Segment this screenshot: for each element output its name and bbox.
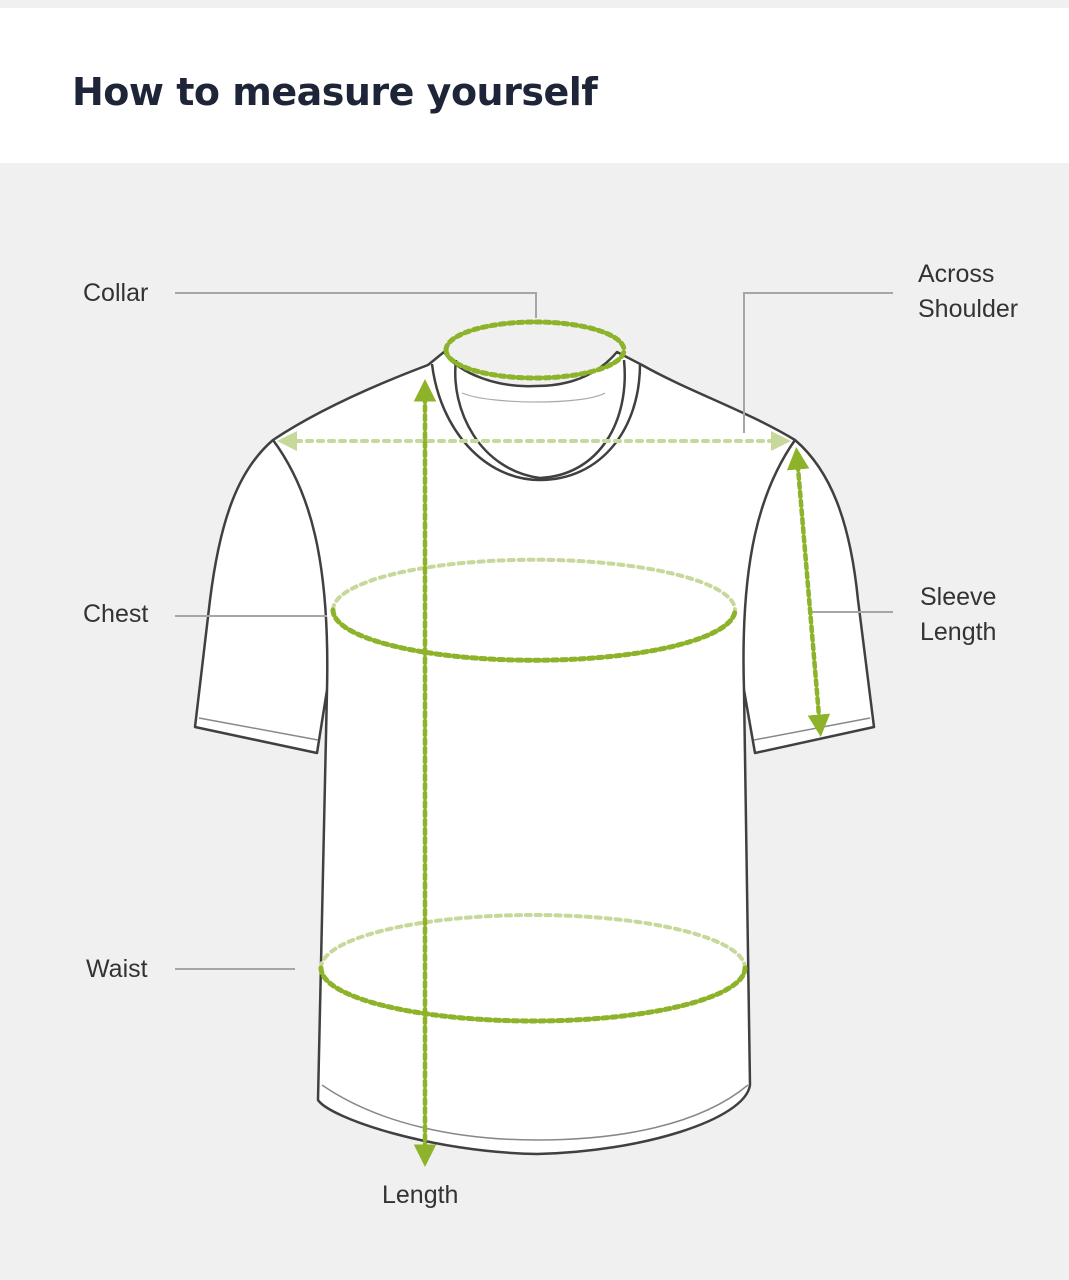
left-armhole xyxy=(271,439,329,691)
measurement-diagram-panel: Collar Across Shoulder Chest Sleeve Leng… xyxy=(0,163,1069,1280)
collar-ellipse-front xyxy=(443,347,627,381)
across-shoulder-label-line2: Shoulder xyxy=(918,295,1018,323)
tshirt-body xyxy=(193,350,876,1156)
across-shoulder-label-line1: Across xyxy=(918,260,994,288)
length-label: Length xyxy=(382,1181,458,1209)
waist-ellipse-back xyxy=(319,913,747,970)
diagram-labels: Collar Across Shoulder Chest Sleeve Leng… xyxy=(83,260,1018,1209)
collar-stitch xyxy=(461,392,606,403)
top-strip xyxy=(0,0,1069,8)
bottom-hem xyxy=(321,1084,749,1141)
sleeve-length-label-line2: Length xyxy=(920,618,996,646)
collar-leader-line xyxy=(175,292,537,318)
chest-ellipse-back xyxy=(331,557,737,612)
collar-band xyxy=(430,363,642,482)
measurement-guides xyxy=(277,319,831,1167)
left-sleeve-hem xyxy=(198,717,319,741)
page-header: How to measure yourself xyxy=(0,8,1069,163)
collar-inner xyxy=(454,359,626,480)
across-shoulder-leader-line xyxy=(743,292,893,433)
sleeve-length-arrow xyxy=(786,447,831,737)
right-armhole xyxy=(742,439,797,691)
tshirt-outline xyxy=(193,350,876,1156)
tshirt-diagram: Collar Across Shoulder Chest Sleeve Leng… xyxy=(83,260,1018,1209)
collar-ellipse-back xyxy=(443,319,627,353)
leader-lines xyxy=(175,292,893,970)
page-title: How to measure yourself xyxy=(72,70,598,114)
chest-label: Chest xyxy=(83,600,148,628)
waist-ellipse-front xyxy=(318,965,748,1024)
chest-ellipse-front xyxy=(330,607,738,663)
collar-label: Collar xyxy=(83,279,148,307)
waist-label: Waist xyxy=(86,955,148,983)
sleeve-length-label-line1: Sleeve xyxy=(920,583,996,611)
